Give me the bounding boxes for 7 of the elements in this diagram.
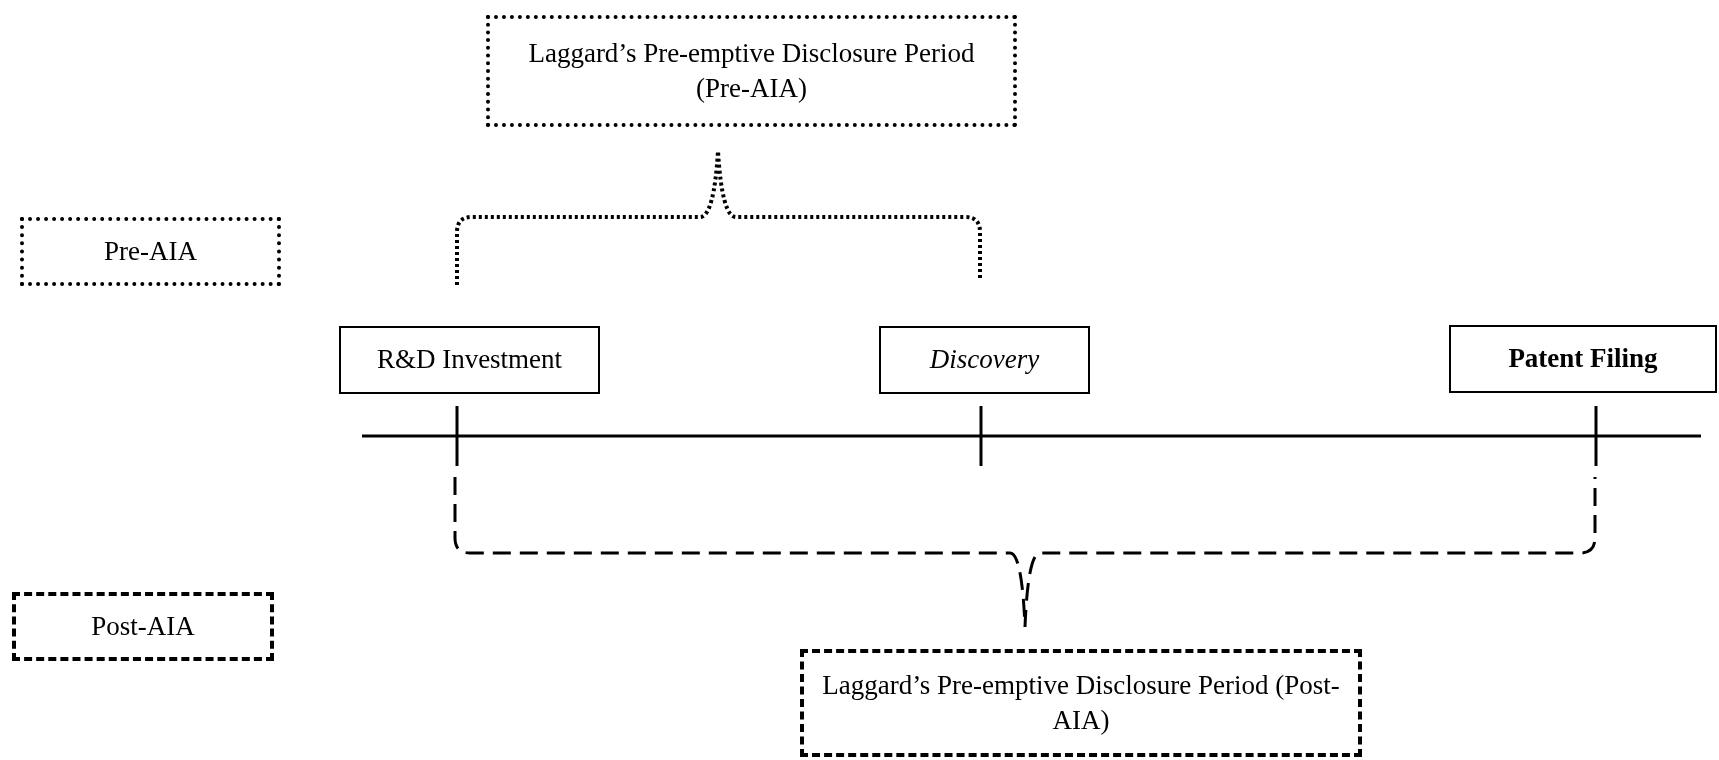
legend-box: Pre-AIA: [20, 217, 281, 286]
legend-box: Post-AIA: [12, 592, 274, 661]
event-box: R&D Investment: [339, 326, 600, 394]
event-box: Discovery: [879, 326, 1090, 394]
period-box: Laggard’s Pre-emptive Disclosure Period (Post-AIA): [800, 649, 1362, 757]
period-box: Laggard’s Pre-emptive Disclosure Period (Pre-AIA): [486, 15, 1017, 127]
event-box: Patent Filing: [1449, 325, 1717, 393]
